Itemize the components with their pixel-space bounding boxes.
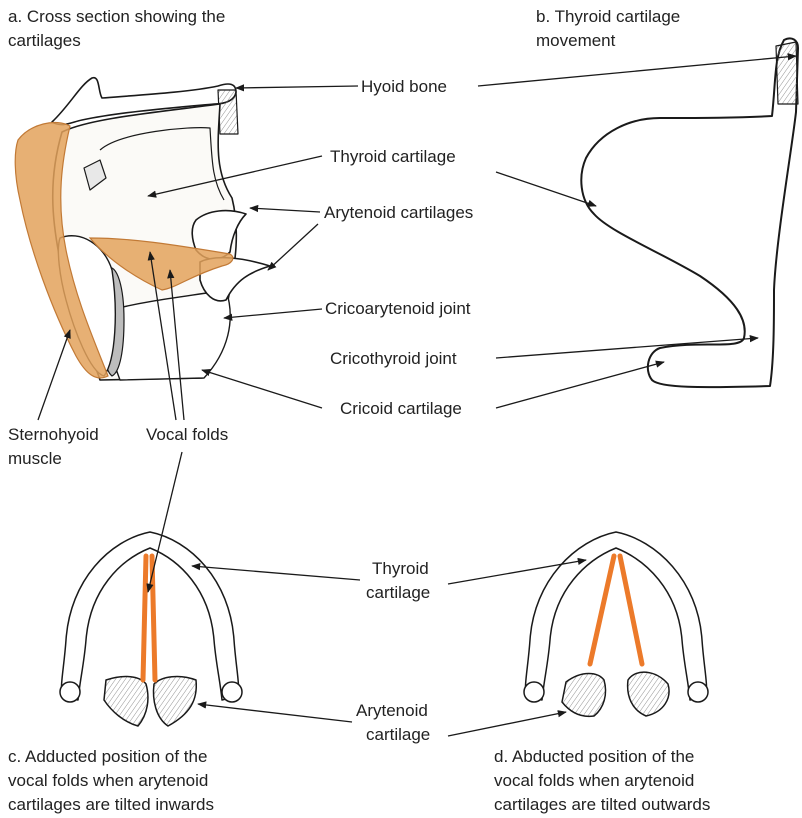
label-cricothyroid-joint: Cricothyroid joint [330,348,457,369]
arrow-arytenoid-c [198,704,352,722]
label-hyoid-bone: Hyoid bone [361,76,447,97]
panel-a-title-line1: a. Cross section showing the [8,6,225,27]
panel-b-title-line2: movement [536,30,615,51]
arrow-thyroid-c [192,566,360,580]
arytenoid-d-left [562,674,606,717]
label-arytenoid-lower-line1: Arytenoid [356,700,428,721]
arrow-vocal-folds-c [148,452,182,592]
label-vocal-folds: Vocal folds [146,424,228,445]
label-cricoarytenoid-joint: Cricoarytenoid joint [325,298,471,319]
label-arytenoid-lower-line2: cartilage [366,724,430,745]
panel-d-abducted [524,532,708,716]
label-sternohyoid-line1: Sternohyoid [8,424,99,445]
label-arytenoid-cartilages: Arytenoid cartilages [324,202,473,223]
panel-a-title-line2: cartilages [8,30,81,51]
arrow-arytenoid-upper [250,208,320,212]
panel-b-title-line1: b. Thyroid cartilage [536,6,680,27]
arytenoid-c-left [104,677,148,726]
arrow-cricoarytenoid [224,309,322,318]
thyroid-movement-outline [581,38,798,387]
vocal-folds-c [143,556,155,680]
arrow-hyoid-b [478,56,796,86]
label-cricoid-cartilage: Cricoid cartilage [340,398,462,419]
label-sternohyoid-line2: muscle [8,448,62,469]
arrow-arytenoid-d [448,712,566,736]
panel-d-caption-line1: d. Abducted position of the [494,746,694,767]
panel-c-caption-line1: c. Adducted position of the [8,746,207,767]
arrow-arytenoid-lower [268,224,318,270]
arrow-cricoid-a [202,370,322,408]
arrow-cricoid-b [496,362,664,408]
panel-c-caption-line3: cartilages are tilted inwards [8,794,214,815]
hyoid-hatch [218,90,238,134]
label-thyroid-lower-line1: Thyroid [372,558,429,579]
panel-d-caption-line3: cartilages are tilted outwards [494,794,710,815]
arrow-hyoid-a [236,86,358,88]
panel-b-thyroid-movement [581,38,798,387]
label-thyroid-cartilage: Thyroid cartilage [330,146,456,167]
panel-c-caption-line2: vocal folds when arytenoid [8,770,208,791]
arrow-sternohyoid [38,330,70,420]
vocal-folds-d [590,556,642,664]
hyoid-top-hatch [776,42,798,104]
label-thyroid-lower-line2: cartilage [366,582,430,603]
panel-d-caption-line2: vocal folds when arytenoid [494,770,694,791]
arytenoid-c-right [154,677,197,726]
arytenoid-d-right [628,672,669,716]
